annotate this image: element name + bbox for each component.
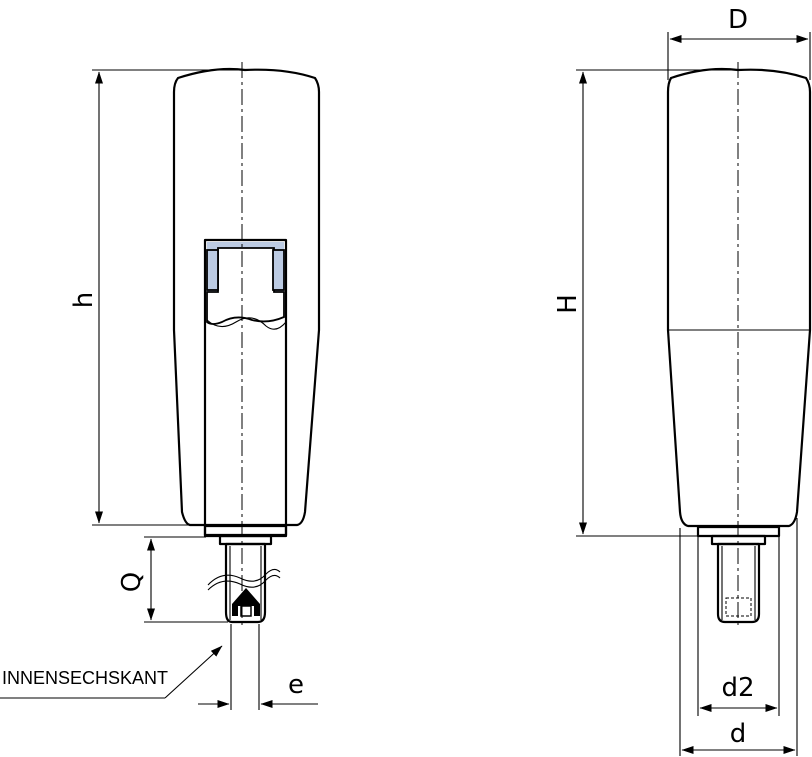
dimension-label-H: H bbox=[553, 294, 583, 314]
handle-body-section bbox=[172, 67, 321, 527]
dimension-e: e bbox=[198, 624, 318, 710]
callout-label-innensechskant: INNENSECHSKANT bbox=[2, 668, 168, 688]
hex-socket-inner bbox=[240, 605, 252, 617]
hex-socket bbox=[232, 588, 260, 616]
threaded-stud bbox=[224, 542, 267, 624]
dimension-H: H bbox=[553, 69, 740, 537]
break-line bbox=[206, 317, 287, 330]
insert-cavity bbox=[206, 247, 285, 325]
section-view bbox=[172, 62, 321, 625]
dimension-label-d: d bbox=[730, 719, 747, 749]
dimension-d: d bbox=[679, 518, 798, 756]
dimension-q: Q bbox=[117, 536, 228, 623]
exterior-stud bbox=[716, 542, 761, 624]
hex-socket-callout: INNENSECHSKANT bbox=[0, 645, 223, 699]
insert-groove-right bbox=[272, 249, 285, 291]
insert-groove-left bbox=[206, 249, 219, 291]
dimension-label-q: Q bbox=[117, 572, 147, 592]
bottom-collar bbox=[218, 534, 273, 546]
stud-break-line bbox=[207, 568, 281, 586]
dimension-label-d2: d2 bbox=[721, 673, 754, 703]
dimension-D: D bbox=[667, 5, 811, 80]
stud-break-line-2 bbox=[207, 574, 281, 591]
dimension-label-h: h bbox=[69, 292, 99, 308]
dimension-label-D: D bbox=[728, 5, 748, 35]
handle-body-exterior bbox=[666, 67, 812, 528]
dimension-h: h bbox=[69, 69, 245, 526]
dimension-label-e: e bbox=[288, 670, 304, 700]
dimension-d2: d2 bbox=[697, 537, 780, 716]
exterior-view bbox=[666, 62, 812, 625]
